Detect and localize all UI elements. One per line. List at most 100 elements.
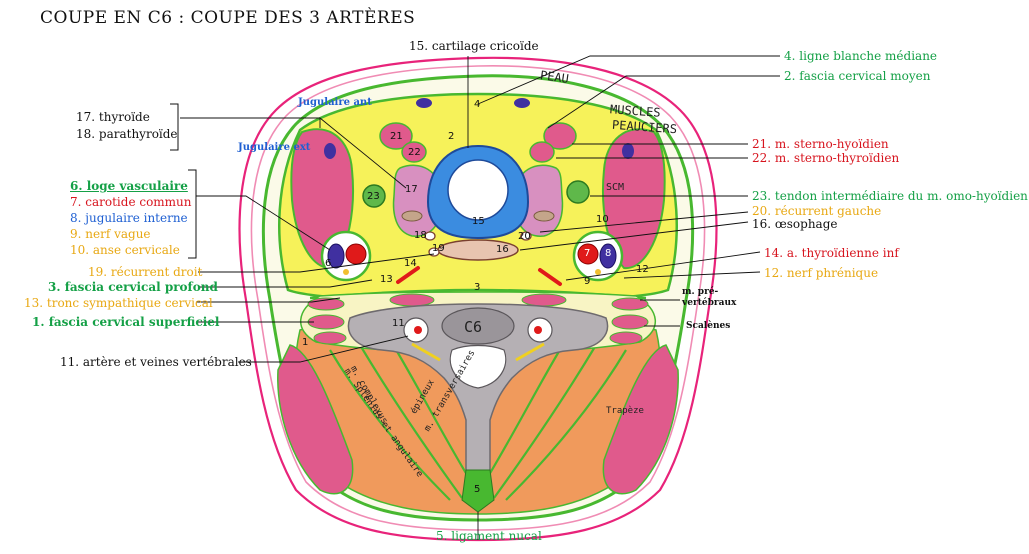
label-scalenes: Scalènes (686, 321, 731, 331)
label-sterno-hyoid: 21. m. sterno-hyoïdien (752, 137, 889, 151)
num-5: 5 (474, 484, 481, 495)
num-8: 8 (605, 248, 612, 259)
num-4: 4 (474, 99, 481, 110)
internal-jugular-left (327, 243, 345, 269)
label-superficial-fascia: 1. fascia cervical superficiel (32, 315, 220, 329)
num-17: 17 (405, 184, 418, 195)
num-19: 19 (432, 243, 445, 254)
label-ansa-cervicalis: 10. anse cervicale (70, 243, 180, 257)
recurrent-nerve-left (520, 231, 532, 241)
num-23: 23 (367, 191, 380, 202)
vagus-nerve-right (595, 269, 601, 275)
label-internal-jugular: 8. jugulaire interne (70, 211, 188, 225)
label-sympathetic-trunk: 13. tronc sympathique cervical (24, 296, 213, 310)
external-jugular-left (324, 143, 336, 159)
bracket-6-10 (188, 169, 197, 259)
num-14: 14 (404, 258, 417, 269)
scm-right (601, 128, 666, 270)
label-vagus: 9. nerf vague (70, 227, 151, 241)
sterno-hyoid-right (543, 122, 577, 150)
num-1: 1 (302, 337, 309, 348)
page-title: COUPE EN C6 : COUPE DES 3 ARTÈRES (40, 8, 416, 28)
label-deep-fascia: 3. fascia cervical profond (48, 280, 218, 294)
label-thyroid: 17. thyroïde (76, 110, 150, 124)
vertebra-c6 (347, 303, 609, 477)
num-10: 10 (596, 214, 609, 225)
prevertebral-muscle-right (521, 293, 567, 307)
num-15: 15 (472, 216, 485, 227)
vertebral-body (441, 307, 515, 345)
num-9: 9 (584, 276, 591, 287)
omohyoid-left (362, 184, 386, 208)
label-linea-alba: 4. ligne blanche médiane (784, 49, 938, 63)
inferior-thyroid-artery-right (538, 268, 562, 286)
label-jugular-ext: Jugulaire ext (238, 142, 311, 153)
sterno-thyroid-left (401, 141, 427, 163)
num-20: 20 (518, 231, 531, 242)
scalene-left-3 (313, 331, 347, 345)
num-13: 13 (380, 274, 393, 285)
parathyroid-left (401, 210, 423, 222)
label-left-recurrent: 20. récurrent gauche (752, 204, 882, 218)
parathyroid-right (533, 210, 555, 222)
arrow-left (411, 342, 441, 362)
leader-lines (180, 55, 780, 540)
label-sterno-thyroid: 22. m. sterno-thyroïdien (752, 151, 900, 165)
label-middle-fascia: 2. fascia cervical moyen (784, 69, 931, 83)
vertebral-artery-left (414, 326, 422, 334)
num-7: 7 (584, 248, 591, 259)
label-prevertebral-1: m. pré- (682, 287, 719, 297)
muscle-fiber-lines (329, 344, 627, 501)
num-18: 18 (414, 230, 427, 241)
label-vertebral-vessels: 11. artère et veines vertébrales (60, 355, 252, 369)
recurrent-nerve-right (424, 231, 436, 241)
label-phrenic: 12. nerf phrénique (764, 266, 879, 280)
num-3: 3 (474, 282, 481, 293)
label-common-carotid: 7. carotide commun (70, 195, 192, 209)
label-jugular-ant: Jugulaire ant (298, 97, 372, 108)
num-16: 16 (496, 244, 509, 255)
carotid-artery-left (345, 243, 367, 265)
omohyoid-right (566, 180, 590, 204)
label-omohyoid: 23. tendon intermédiaire du m. omo-hyoïd… (752, 189, 1028, 203)
label-vascular-sheath: 6. loge vasculaire (70, 179, 188, 193)
label-cricoid: 15. cartilage cricoïde (409, 39, 539, 53)
external-jugular-right (622, 143, 634, 159)
trapezius-left (277, 344, 354, 495)
prevertebral-muscle-left (389, 293, 435, 307)
arrow-right (515, 342, 545, 362)
scalene-right-3 (609, 331, 643, 345)
label-right-recurrent: 19. récurrent droit (88, 265, 203, 279)
label-inferior-thyroid: 14. a. thyroïdienne inf (764, 246, 899, 260)
num-11: 11 (392, 318, 405, 329)
nuchal-ligament (461, 469, 495, 513)
label-scm: SCM (606, 182, 625, 193)
label-nuchal-ligament: 5. ligament nucal (436, 529, 542, 543)
vagus-nerve-left (343, 269, 349, 275)
sterno-thyroid-right (529, 141, 555, 163)
inferior-thyroid-artery-left (396, 266, 420, 284)
anterior-jugular-right (514, 98, 530, 108)
num-21: 21 (390, 131, 403, 142)
trapezius-right (602, 344, 679, 495)
scalene-right-2 (611, 314, 649, 330)
num-22: 22 (408, 147, 421, 158)
label-parathyroid: 18. parathyroïde (76, 127, 178, 141)
num-6: 6 (325, 258, 332, 269)
anterior-jugular-left (416, 98, 432, 108)
vertebral-artery-right (534, 326, 542, 334)
internal-jugular-right (599, 243, 617, 269)
num-2: 2 (448, 131, 455, 142)
bracket-17-18 (170, 103, 179, 151)
num-12: 12 (636, 264, 649, 275)
vertebral-canal (449, 344, 507, 389)
sterno-hyoid-left (379, 122, 413, 150)
tracheal-lumen (447, 159, 509, 221)
scalene-right-1 (611, 297, 649, 311)
label-trapezius: Trapèze (606, 406, 644, 416)
label-prevertebral-2: vertébraux (682, 298, 737, 308)
label-esophagus: 16. œsophage (752, 217, 838, 231)
carotid-artery-right (577, 243, 599, 265)
label-c6: C6 (464, 318, 483, 336)
